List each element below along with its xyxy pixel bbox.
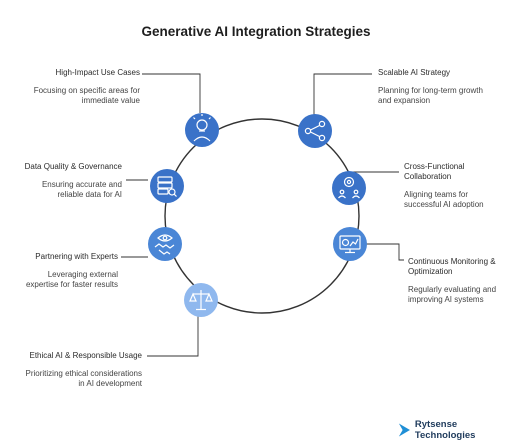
network-share-icon — [304, 120, 326, 142]
node-cross-functional — [332, 171, 366, 205]
strategy-data-quality: Data Quality & Governance Ensuring accur… — [18, 162, 122, 200]
strategy-partnering: Partnering with Experts Leveraging exter… — [14, 252, 118, 290]
connectors — [121, 73, 404, 357]
strategy-description: Ensuring accurate and reliable data for … — [41, 180, 122, 199]
node-scalable-ai — [298, 114, 332, 148]
team-gear-icon — [338, 176, 360, 199]
strategy-description: Leveraging external expertise for faster… — [25, 270, 118, 289]
strategy-high-impact: High-Impact Use Cases Focusing on specif… — [22, 68, 140, 106]
node-partnering — [148, 227, 182, 261]
monitor-chart-icon — [339, 235, 361, 254]
strategy-cross-functional: Cross-Functional Collaboration Aligning … — [404, 162, 500, 210]
connector-high-impact — [142, 73, 201, 113]
node-ethical — [184, 283, 218, 317]
connector-monitoring — [366, 243, 404, 261]
strategy-description: Planning for long-term growth and expans… — [378, 86, 483, 105]
node-monitoring — [333, 227, 367, 261]
strategy-monitoring: Continuous Monitoring & Optimization Reg… — [408, 257, 504, 305]
connector-ethical — [147, 316, 199, 357]
brand-logo: Rytsense Technologies — [398, 419, 512, 441]
strategy-heading: Ethical AI & Responsible Usage — [29, 351, 142, 360]
strategy-description: Aligning teams for successful AI adoptio… — [404, 190, 484, 209]
database-search-icon — [157, 176, 177, 197]
strategy-scalable-ai: Scalable AI Strategy Planning for long-t… — [378, 68, 496, 106]
strategy-heading: Cross-Functional Collaboration — [404, 162, 465, 181]
balance-scale-icon — [189, 290, 213, 311]
node-data-quality — [150, 169, 184, 203]
strategy-description: Focusing on specific areas for immediate… — [33, 86, 140, 105]
strategy-description: Prioritizing ethical considerations in A… — [25, 369, 143, 388]
strategy-heading: Scalable AI Strategy — [378, 68, 451, 77]
strategy-description: Regularly evaluating and improving AI sy… — [408, 285, 497, 304]
cycle-ring — [164, 118, 360, 314]
strategy-heading: Data Quality & Governance — [24, 162, 122, 171]
rytsense-logo-icon — [398, 423, 410, 437]
lightbulb-person-icon — [193, 114, 211, 142]
page-title: Generative AI Integration Strategies — [141, 24, 371, 39]
strategy-heading: Partnering with Experts — [35, 252, 118, 261]
connector-scalable-ai — [313, 73, 372, 115]
strategy-heading: High-Impact Use Cases — [55, 68, 140, 77]
node-high-impact — [185, 113, 219, 147]
handshake-icon — [154, 234, 175, 255]
strategy-heading: Continuous Monitoring & Optimization — [408, 257, 496, 276]
strategy-ethical: Ethical AI & Responsible Usage Prioritiz… — [22, 351, 143, 389]
brand-name: Rytsense Technologies — [414, 419, 476, 441]
